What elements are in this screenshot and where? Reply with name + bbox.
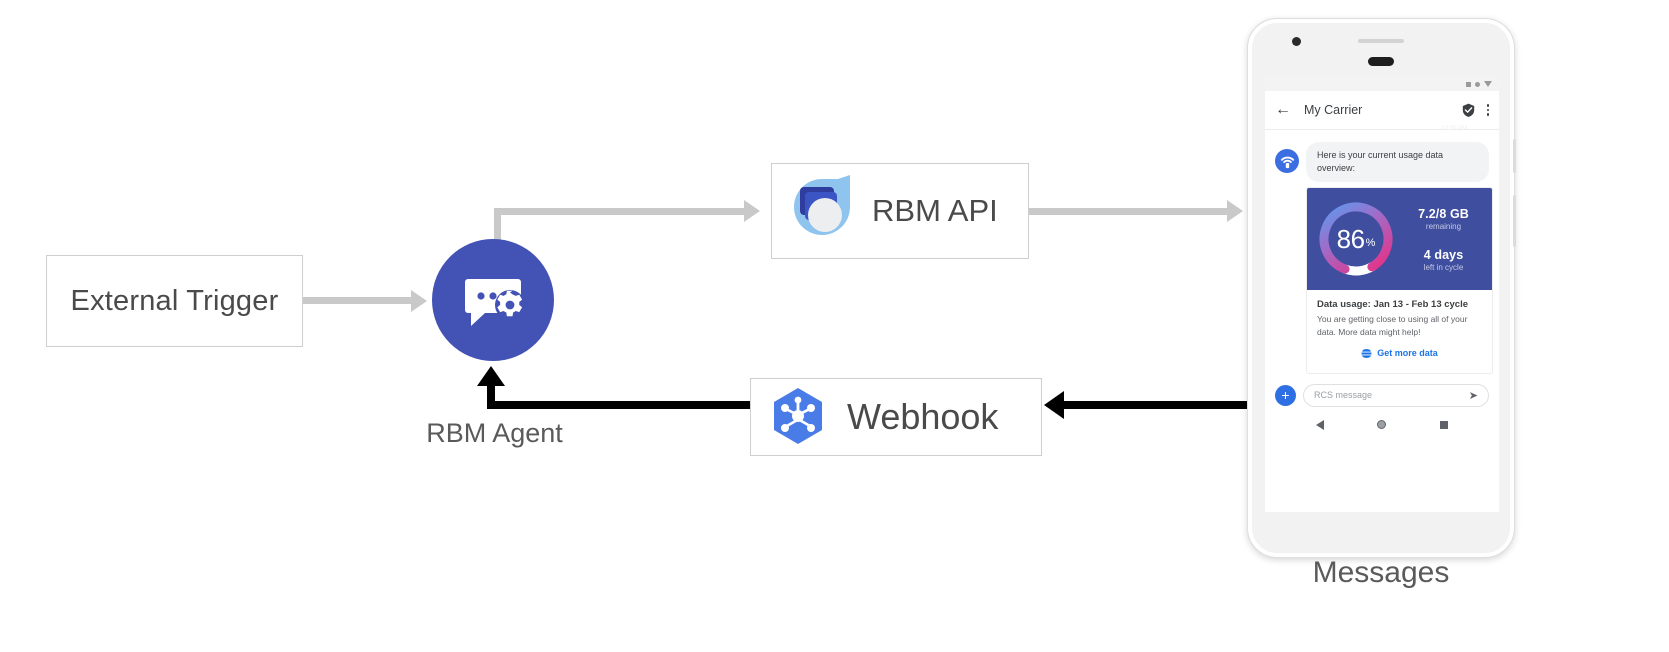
android-nav-bar	[1265, 415, 1499, 438]
node-webhook[interactable]: Webhook	[750, 378, 1042, 456]
rich-card[interactable]: 86 % 7.2/8 GB remaining 4 days left in c…	[1306, 187, 1493, 374]
edge-webhook-to-agent-vertical	[487, 385, 495, 409]
hero-stats: 7.2/8 GB remaining 4 days left in cycle	[1399, 207, 1492, 272]
node-rbm-api[interactable]: RBM API	[771, 163, 1029, 259]
message-timestamp: 12:30 PM	[1441, 126, 1467, 132]
phone-earpiece	[1368, 57, 1394, 66]
overflow-menu-icon[interactable]	[1486, 104, 1489, 116]
chat-gear-icon	[465, 279, 525, 326]
rbm-api-logo-icon	[794, 175, 850, 235]
globe-icon	[1359, 347, 1374, 359]
rcs-placeholder: RCS message	[1314, 390, 1373, 401]
send-icon[interactable]: ➤	[1468, 389, 1478, 402]
message-row: Here is your current usage data overview…	[1275, 142, 1489, 183]
status-bar	[1265, 77, 1499, 91]
node-external-trigger[interactable]: External Trigger	[46, 255, 303, 347]
phone-power-button[interactable]	[1513, 139, 1516, 173]
node-rbm-agent[interactable]	[432, 239, 554, 361]
conversation-thread: Here is your current usage data overview…	[1265, 130, 1499, 374]
stats-spacer	[1399, 231, 1488, 248]
get-more-data-button[interactable]: Get more data	[1317, 339, 1482, 369]
edge-trigger-to-agent-line	[303, 297, 413, 304]
message-composer: + RCS message ➤	[1265, 374, 1499, 415]
gauge-readout: 86 %	[1313, 196, 1399, 282]
rich-card-description: You are getting close to using all of yo…	[1317, 314, 1468, 337]
bot-message-bubble: Here is your current usage data overview…	[1306, 142, 1489, 183]
edge-agent-to-api-vertical	[494, 208, 501, 256]
circle-icon	[1475, 81, 1480, 87]
data-remaining-value: 7.2/8 GB	[1418, 206, 1469, 221]
carrier-wifi-icon	[1275, 149, 1299, 173]
get-more-data-label: Get more data	[1377, 348, 1438, 359]
rich-card-body: Data usage: Jan 13 - Feb 13 cycle You ar…	[1307, 290, 1492, 373]
back-arrow-icon[interactable]: ←	[1275, 101, 1291, 118]
rbm-api-label: RBM API	[872, 193, 998, 228]
phone-volume-button[interactable]	[1513, 195, 1516, 247]
webhook-label: Webhook	[847, 396, 999, 437]
phone-camera-icon	[1292, 37, 1301, 46]
days-left-value: 4 days	[1423, 247, 1464, 262]
verified-shield-icon[interactable]	[1462, 103, 1475, 117]
phone-device: ← My Carrier 12:30 PM	[1247, 18, 1516, 558]
edge-trigger-to-agent-head	[411, 290, 427, 312]
phone-screen: ← My Carrier 12:30 PM	[1265, 77, 1499, 512]
data-remaining-label: remaining	[1425, 221, 1462, 231]
nav-home-icon[interactable]	[1377, 420, 1387, 430]
conversation-title: My Carrier	[1304, 103, 1363, 117]
edge-messages-to-webhook-head	[1044, 391, 1064, 419]
webhook-hexagon-icon	[774, 388, 822, 444]
edge-api-to-messages-line	[1029, 208, 1229, 215]
edge-webhook-to-agent-horizontal	[487, 401, 750, 409]
rich-card-hero: 86 % 7.2/8 GB remaining 4 days left in c…	[1307, 188, 1492, 291]
messages-caption: Messages	[1312, 556, 1450, 589]
rbm-agent-caption: RBM Agent	[426, 418, 563, 448]
nav-recents-icon[interactable]	[1440, 420, 1449, 429]
usage-gauge: 86 %	[1313, 196, 1399, 282]
gauge-value: 86	[1336, 223, 1365, 254]
triangle-down-icon	[1484, 81, 1492, 87]
days-left-label: left in cycle	[1423, 262, 1464, 272]
gauge-unit: %	[1365, 237, 1376, 250]
plus-icon[interactable]: +	[1275, 384, 1296, 406]
app-bar: ← My Carrier 12:30 PM	[1265, 91, 1499, 132]
edge-messages-to-webhook-line	[1064, 401, 1254, 409]
external-trigger-label: External Trigger	[70, 284, 279, 317]
edge-agent-to-api-horizontal	[494, 208, 746, 215]
edge-webhook-to-agent-head	[477, 366, 505, 386]
edge-api-to-messages-head	[1227, 200, 1243, 222]
square-icon	[1466, 81, 1471, 87]
rich-card-title: Data usage: Jan 13 - Feb 13 cycle	[1317, 299, 1469, 311]
nav-back-icon[interactable]	[1315, 419, 1324, 430]
phone-speaker-slot	[1358, 39, 1404, 43]
edge-agent-to-api-head	[744, 200, 760, 222]
rcs-message-input[interactable]: RCS message ➤	[1303, 383, 1489, 407]
